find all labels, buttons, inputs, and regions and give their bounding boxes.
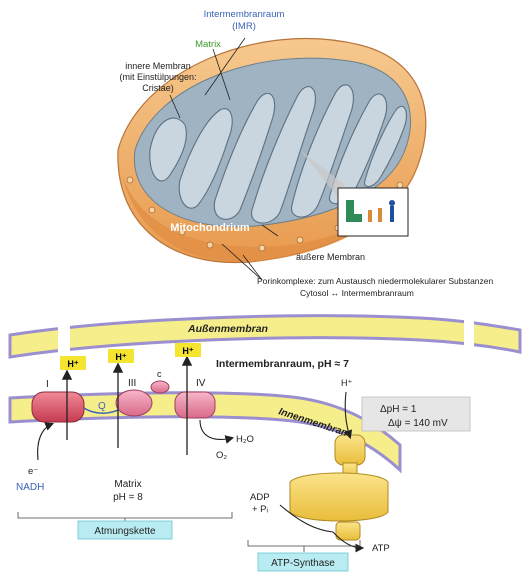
shell-lower-band — [122, 165, 418, 263]
inner-membrane-label-1: innere Membran — [125, 61, 191, 71]
electron-label: e⁻ — [28, 466, 38, 477]
atp-synthase-f0 — [334, 434, 366, 466]
cristae — [149, 84, 407, 224]
porin-proteins-inset — [346, 200, 395, 222]
water-label: H₂O — [236, 434, 254, 445]
adp-label: ADP — [250, 492, 270, 503]
water-arrow — [199, 419, 235, 444]
complex-iii — [115, 389, 153, 417]
complex-iii-label: III — [128, 378, 136, 389]
porin-label-2: Cytosol ↔ Intermembranraum — [300, 288, 414, 298]
complex-i-label: I — [46, 379, 49, 390]
gradient-info-box — [361, 396, 471, 432]
proton-box-1 — [60, 356, 86, 370]
imr-label: Intermembranraum — [204, 9, 285, 20]
atp-synthase-box — [257, 552, 349, 572]
proton-box-2 — [108, 349, 134, 363]
outer-membrane-band — [8, 314, 522, 359]
atmungskette-label: Atmungskette — [94, 526, 156, 537]
matrix-bottom-label: Matrix — [114, 479, 141, 490]
porin-label-1: Porinkomplexe: zum Austausch niedermolek… — [257, 276, 494, 286]
atp-out-arrow — [332, 531, 365, 553]
complex-iv-label: IV — [196, 378, 206, 389]
atp-proton-arrow — [343, 391, 353, 440]
leader-lines-top — [169, 37, 279, 281]
outer-membrane-band-label: Außenmembran — [187, 323, 268, 335]
q-label: Q — [98, 401, 106, 412]
proton-1-label: H⁺ — [67, 359, 78, 369]
nadh-label: NADH — [16, 482, 44, 493]
atp-proton-label: H⁺ — [341, 378, 352, 388]
proton-3-label: H⁺ — [182, 346, 193, 356]
ims-ph-label: Intermembranraum, pH ≈ 7 — [216, 358, 349, 370]
inner-membrane-label-3: Cristae) — [142, 83, 174, 93]
delta-ph-label: ΔpH = 1 — [380, 404, 417, 415]
zoom-wedge — [300, 150, 345, 200]
outer-membrane-gap — [58, 318, 70, 358]
imr-abbrev-label: (IMR) — [232, 21, 256, 32]
matrix-ph-label: pH = 8 — [113, 492, 143, 503]
atmungskette-box — [77, 520, 173, 540]
adp-arrow — [279, 504, 334, 533]
outer-membrane-gap — [464, 318, 474, 358]
cytochrome-c — [150, 380, 170, 394]
atp-synthase-label: ATP-Synthase — [271, 558, 335, 569]
matrix-label: Matrix — [195, 39, 221, 50]
complex-iv — [174, 391, 216, 419]
proton-2-label: H⁺ — [115, 352, 126, 362]
atp-label: ATP — [372, 543, 390, 554]
complex-i — [31, 391, 85, 423]
atp-synthase-f1 — [289, 472, 389, 522]
cytochrome-c-label: c — [157, 369, 162, 379]
proton-box-3 — [175, 343, 201, 357]
proton-pump-arrows — [61, 355, 193, 455]
delta-psi-label: Δψ = 140 mV — [388, 418, 448, 429]
atp-synthase-foot — [335, 521, 361, 541]
mitochondrion-drawing — [117, 37, 427, 281]
mitochondrium-label: Mitochondrium — [170, 222, 250, 234]
pi-label: + Pᵢ — [252, 504, 269, 515]
electron-transport-diagram — [8, 314, 522, 572]
nadh-arrow — [37, 422, 55, 461]
inner-membrane-label-2: (mit Einstülpungen: — [119, 72, 196, 82]
outer-membrane-label: äußere Membran — [296, 252, 365, 262]
oxygen-label: O₂ — [216, 450, 227, 461]
